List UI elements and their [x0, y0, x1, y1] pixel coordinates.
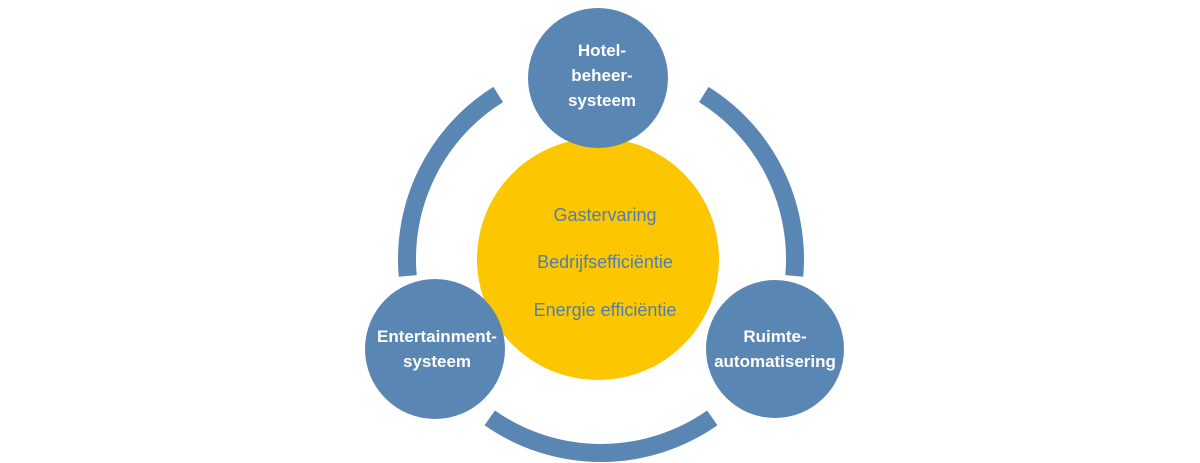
- node-hotelbeheersysteem: Hotel- beheer- systeem: [528, 8, 668, 148]
- node-circle-hotel: [528, 8, 668, 148]
- node-entertainment-line-1: Entertainment-: [377, 327, 497, 346]
- ring-arc-left: [398, 86, 504, 277]
- center-item-bedrijfsefficientie: Bedrijfsefficiëntie: [537, 252, 673, 272]
- node-ruimte-line-2: automatisering: [714, 352, 836, 371]
- node-hotel-line-2: beheer-: [571, 66, 632, 85]
- node-circle-entertainment: [365, 279, 505, 419]
- node-entertainment-line-2: systeem: [403, 352, 471, 371]
- center-circle: [477, 138, 719, 380]
- node-ruimte-line-1: Ruimte-: [743, 327, 806, 346]
- center-hub: Gastervaring Bedrijfsefficiëntie Energie…: [477, 138, 719, 380]
- node-hotel-line-1: Hotel-: [578, 41, 626, 60]
- node-hotel-line-3: systeem: [568, 91, 636, 110]
- node-entertainmentsysteem: Entertainment- systeem: [365, 279, 505, 419]
- node-ruimteautomatisering: Ruimte- automatisering: [706, 280, 844, 418]
- ring-arc-bottom: [484, 410, 718, 462]
- center-item-gastervaring: Gastervaring: [553, 205, 656, 225]
- cycle-ring: [398, 86, 804, 462]
- ring-arc-right: [698, 86, 804, 277]
- node-circle-ruimte: [706, 280, 844, 418]
- center-item-energie-efficientie: Energie efficiëntie: [534, 300, 677, 320]
